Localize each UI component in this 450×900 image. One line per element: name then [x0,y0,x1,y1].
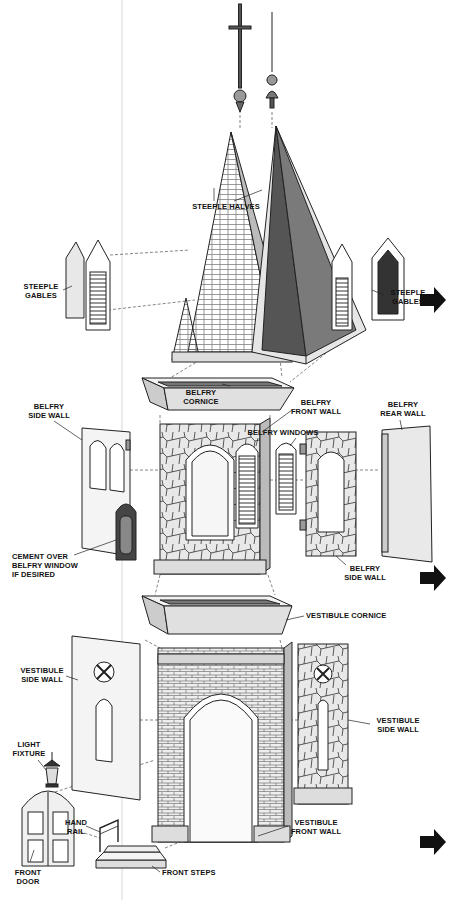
part-label: STEEPLE HALVES [186,202,266,211]
part-label: BELFRY CORNICE [170,388,232,406]
part-label: VESTIBULE SIDE WALL [16,666,68,684]
part-label: VESTIBULE CORNICE [306,611,406,620]
part-label: STEEPLE GABLES [385,288,431,306]
part-label: BELFRY SIDE WALL [340,564,390,582]
part-label: LIGHT FIXTURE [8,740,50,758]
part-label: VESTIBULE SIDE WALL [372,716,424,734]
part-label: BELFRY FRONT WALL [290,398,342,416]
part-label: VESTIBULE FRONT WALL [288,818,344,836]
part-label: BELFRY SIDE WALL [26,402,72,420]
part-label: HAND RAIL [62,818,90,836]
part-label: FRONT STEPS [162,868,232,877]
part-label: FRONT DOOR [8,868,48,886]
part-label: BELFRY WINDOWS [244,428,322,437]
note-label: CEMENT OVER BELFRY WINDOW IF DESIRED [12,552,82,579]
part-label: BELFRY REAR WALL [378,400,428,418]
part-label: STEEPLE GABLES [18,282,64,300]
